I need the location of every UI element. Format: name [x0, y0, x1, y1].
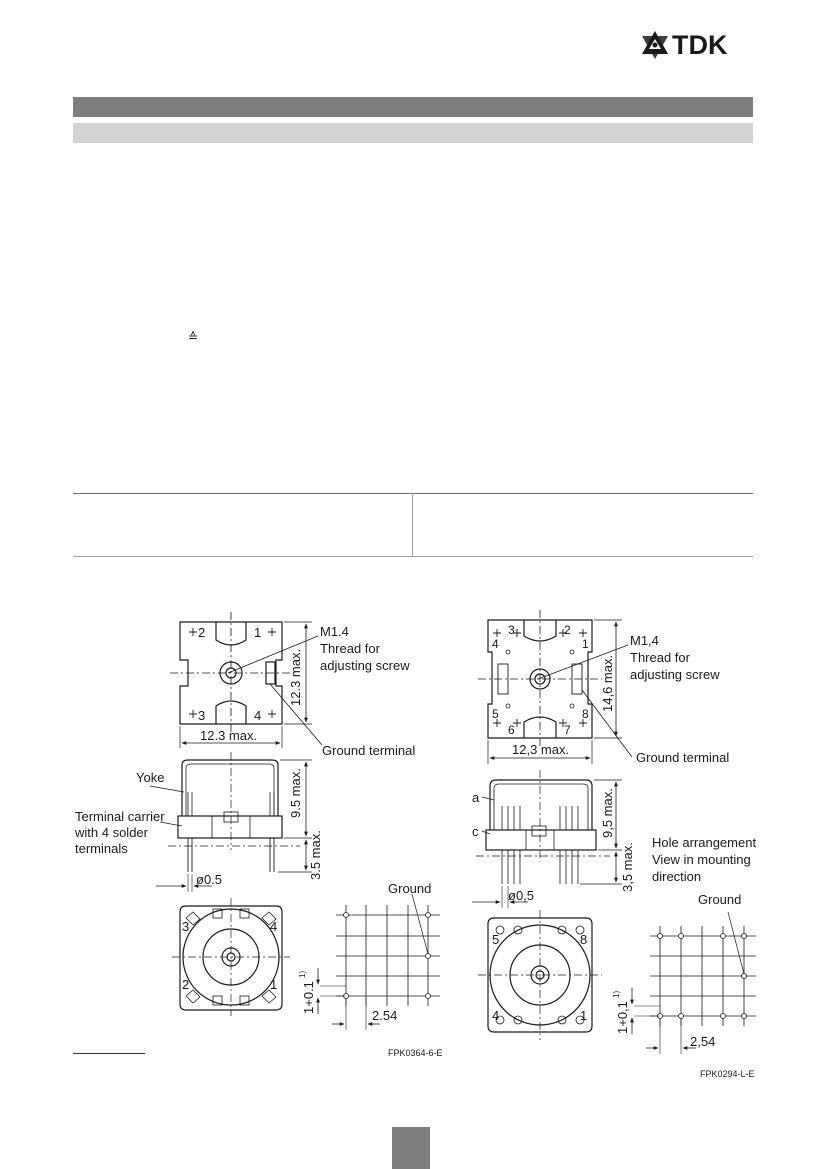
left-pin-length: 3.5 max. — [308, 830, 323, 880]
right-pin-8: 8 — [582, 707, 589, 721]
right-bottom-pin-4: 4 — [492, 1008, 499, 1023]
right-bottom-pin-5: 5 — [492, 932, 499, 947]
left-ground-terminal: Ground terminal — [322, 743, 415, 758]
right-label-c: c — [472, 824, 479, 839]
subheader-band — [73, 123, 753, 143]
left-carrier-line3: terminals — [75, 841, 128, 856]
left-height-dim: 12.3 max. — [288, 649, 303, 706]
right-side-view — [472, 770, 622, 908]
right-hole-line2: View in mounting — [652, 852, 751, 867]
right-bottom-pin-8: 8 — [580, 932, 587, 947]
right-hole-line1: Hole arrangement — [652, 835, 756, 850]
left-carrier-line1: Terminal carrier — [75, 809, 165, 824]
right-bottom-view — [478, 910, 602, 1040]
left-pin-1: 1 — [254, 625, 261, 640]
right-pin-dia: ø0,5 — [508, 888, 534, 903]
left-ground: Ground — [388, 881, 431, 896]
right-offset-note: 1) — [612, 991, 621, 998]
right-pin-2: 2 — [564, 623, 571, 637]
right-height-dim: 14,6 max. — [600, 655, 615, 712]
drawings-svg: M1.4 Thread for adjusting screw 12.3 max… — [74, 610, 756, 1079]
left-side-view — [149, 752, 312, 892]
right-pin-6: 6 — [508, 723, 515, 737]
left-width-dim: 12.3 max. — [200, 728, 257, 743]
tdk-logo: TDK — [640, 29, 756, 61]
right-side-height: 9,5 max. — [600, 788, 615, 838]
right-ground: Ground — [698, 892, 741, 907]
left-side-height: 9.5 max. — [288, 768, 303, 818]
page-number-tab — [392, 1127, 430, 1169]
left-offset-note: 1) — [298, 971, 307, 978]
right-offset: 1+0,1 — [615, 1001, 630, 1034]
left-pin-2: 2 — [198, 625, 205, 640]
left-drawing — [149, 612, 440, 1030]
left-thread-line2: adjusting screw — [320, 658, 410, 673]
table-top-rule — [73, 493, 753, 494]
right-bottom-pin-1: 1 — [580, 1008, 587, 1023]
right-pin-5: 5 — [492, 707, 499, 721]
left-carrier-line2: with 4 solder — [74, 825, 149, 840]
right-pin-1: 1 — [582, 637, 589, 651]
left-bottom-view — [172, 898, 290, 1016]
left-drawing-code: FPK0364-6-E — [388, 1048, 443, 1058]
left-bottom-pin-3: 3 — [182, 919, 189, 934]
right-label-a: a — [472, 790, 480, 805]
left-thread-line1: Thread for — [320, 641, 381, 656]
right-pin-4: 4 — [492, 637, 499, 651]
left-yoke: Yoke — [136, 770, 164, 785]
right-hole-line3: direction — [652, 869, 701, 884]
right-thread-line2: adjusting screw — [630, 667, 720, 682]
right-width-dim: 12,3 max. — [512, 742, 569, 757]
footnote-rule — [73, 1053, 145, 1054]
left-bottom-pin-2: 2 — [182, 977, 189, 992]
dimension-drawings: M1.4 Thread for adjusting screw 12.3 max… — [0, 600, 826, 1090]
tdk-emblem-icon — [642, 31, 668, 59]
equivalence-symbol: ≙ — [188, 330, 199, 344]
right-drawing — [472, 610, 756, 1054]
table-column-divider — [412, 493, 413, 556]
right-thread-size: M1,4 — [630, 633, 659, 648]
left-top-view — [170, 612, 323, 748]
right-pin-7: 7 — [564, 723, 571, 737]
left-pitch: 2.54 — [372, 1008, 397, 1023]
left-hole-grid — [316, 893, 440, 1030]
right-drawing-code: FPK0294-L-E — [700, 1069, 755, 1079]
header-band — [73, 97, 753, 117]
brand-name: TDK — [672, 29, 728, 60]
right-pin-3: 3 — [508, 623, 515, 637]
right-pitch: 2,54 — [690, 1034, 715, 1049]
right-thread-line1: Thread for — [630, 650, 691, 665]
right-pin-length: 3,5 max. — [620, 842, 635, 892]
right-top-view — [478, 610, 633, 764]
left-thread-size: M1.4 — [320, 624, 349, 639]
left-bottom-pin-4: 4 — [270, 919, 277, 934]
right-ground-terminal: Ground terminal — [636, 750, 729, 765]
left-pin-dia: ø0.5 — [196, 872, 222, 887]
left-offset: 1+0.1 — [301, 981, 316, 1014]
left-pin-4: 4 — [254, 708, 261, 723]
table-bottom-rule — [73, 556, 753, 557]
left-bottom-pin-1: 1 — [270, 977, 277, 992]
right-hole-grid — [630, 911, 756, 1054]
left-pin-3: 3 — [198, 708, 205, 723]
